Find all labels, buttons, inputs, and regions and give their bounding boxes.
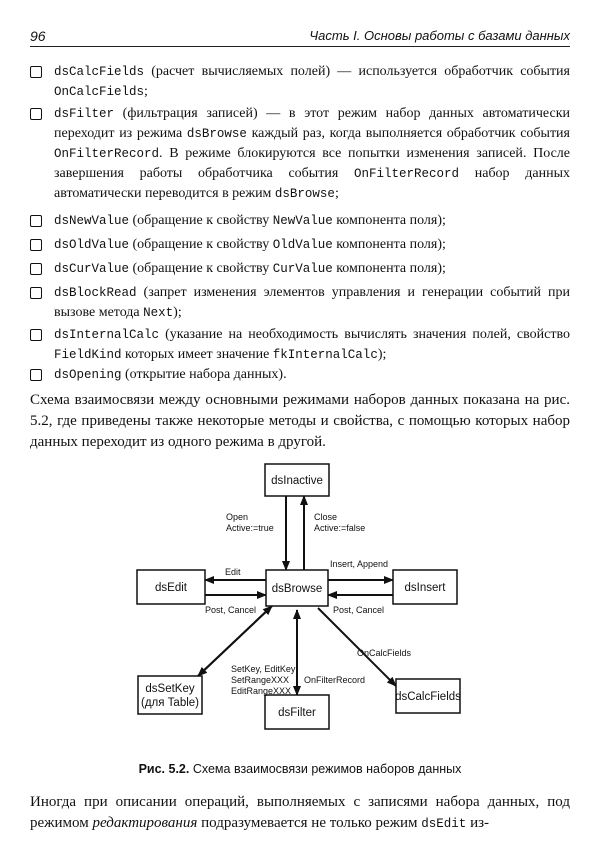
node-dsedit: dsEdit — [155, 582, 188, 594]
node-box — [136, 569, 206, 605]
body-paragraph: Иногда при описании операций, выполняемы… — [30, 794, 570, 831]
list-item: dsOpening (открытие набора данных). — [30, 365, 570, 385]
label-oncalcfields: OnCalcFields — [357, 648, 412, 658]
node-dssetkey: dsSetKey — [145, 683, 194, 695]
checkbox-bullet-icon — [30, 239, 42, 251]
label-close: Close — [314, 512, 337, 522]
checkbox-bullet-icon — [30, 66, 42, 78]
checkbox-bullet-icon — [30, 369, 42, 381]
label-open: Open — [226, 512, 248, 522]
label-setrange: SetRangeXXX — [231, 675, 289, 685]
list-item: dsFilter (фильтрация записей) — в этот р… — [30, 104, 570, 204]
node-dsfilter: dsFilter — [278, 707, 316, 719]
figure-caption: Рис. 5.2. Схема взаимосвязи режимов набо… — [138, 762, 462, 776]
node-box — [264, 463, 330, 497]
page-number: 96 — [30, 28, 46, 44]
label-post-cancel-left: Post, Cancel — [205, 605, 256, 615]
node-dscalcfields: dsCalcFields — [395, 691, 461, 703]
label-editrange: EditRangeXXX — [231, 686, 291, 696]
checkbox-bullet-icon — [30, 263, 42, 275]
list-item: dsInternalCalc (указание на необходимост… — [30, 325, 570, 365]
checkbox-bullet-icon — [30, 108, 42, 120]
node-dssetkey-sub: (для Table) — [141, 697, 199, 709]
node-box — [395, 678, 461, 714]
state-diagram: dsInactive dsBrowse dsEdit dsInsert dsSe… — [136, 463, 461, 730]
checkbox-bullet-icon — [30, 287, 42, 299]
list-item: dsNewValue (обращение к свойству NewValu… — [30, 211, 570, 231]
chapter-title: Часть I. Основы работы с базами данных — [309, 28, 570, 43]
label-close-active: Active:=false — [314, 523, 365, 533]
checkbox-bullet-icon — [30, 215, 42, 227]
label-onfilterrecord: OnFilterRecord — [304, 675, 365, 685]
node-dsbrowse: dsBrowse — [272, 583, 323, 595]
node-dsinactive: dsInactive — [271, 475, 323, 487]
node-box — [392, 569, 458, 605]
label-setkey: SetKey, EditKey — [231, 664, 296, 674]
label-edit: Edit — [225, 567, 241, 577]
label-insert-append: Insert, Append — [330, 559, 388, 569]
body-paragraph: Схема взаимосвязи между основными режима… — [30, 392, 570, 450]
running-header: 96 Часть I. Основы работы с базами данны… — [30, 28, 570, 47]
list-item: dsOldValue (обращение к свойству OldValu… — [30, 235, 570, 255]
list-item: dsCalcFields (расчет вычисляемых полей) … — [30, 62, 570, 102]
node-box — [265, 569, 329, 607]
node-box — [264, 694, 330, 730]
label-open-active: Active:=true — [226, 523, 274, 533]
node-dsinsert: dsInsert — [405, 582, 447, 594]
label-post-cancel-right: Post, Cancel — [333, 605, 384, 615]
list-item: dsBlockRead (запрет изменения элементов … — [30, 283, 570, 323]
list-item: dsCurValue (обращение к свойству CurValu… — [30, 259, 570, 279]
checkbox-bullet-icon — [30, 329, 42, 341]
node-box — [137, 675, 203, 715]
